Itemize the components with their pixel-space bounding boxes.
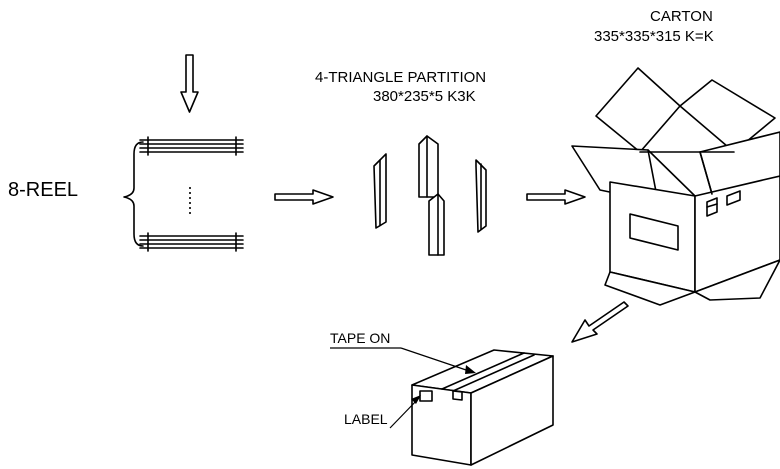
partition-piece-top-center [418, 135, 439, 198]
tape-leader [330, 347, 476, 374]
reel-brace [123, 141, 144, 247]
arrow-to-packed-box [571, 301, 629, 343]
partition-title: 4-TRIANGLE PARTITION [315, 69, 486, 86]
tape-on-label: TAPE ON [330, 330, 390, 346]
reel-top [139, 136, 244, 156]
carton-spec: 335*335*315 K=K [594, 28, 714, 45]
partition-spec: 380*235*5 K3K [373, 88, 476, 105]
open-carton [571, 67, 780, 306]
reel-label: 8-REEL [8, 179, 78, 201]
partition-piece-bottom-center [428, 193, 445, 256]
partition-piece-right [475, 159, 487, 233]
carton-title: CARTON [650, 8, 713, 25]
reel-bottom [139, 232, 244, 252]
packed-box [411, 349, 554, 466]
label-callout: LABEL [344, 411, 388, 427]
input-arrow-down [180, 54, 199, 113]
arrow-to-partition [274, 189, 334, 205]
partition-piece-left [373, 153, 387, 229]
arrow-to-carton [526, 189, 586, 205]
label-leader [389, 395, 421, 429]
